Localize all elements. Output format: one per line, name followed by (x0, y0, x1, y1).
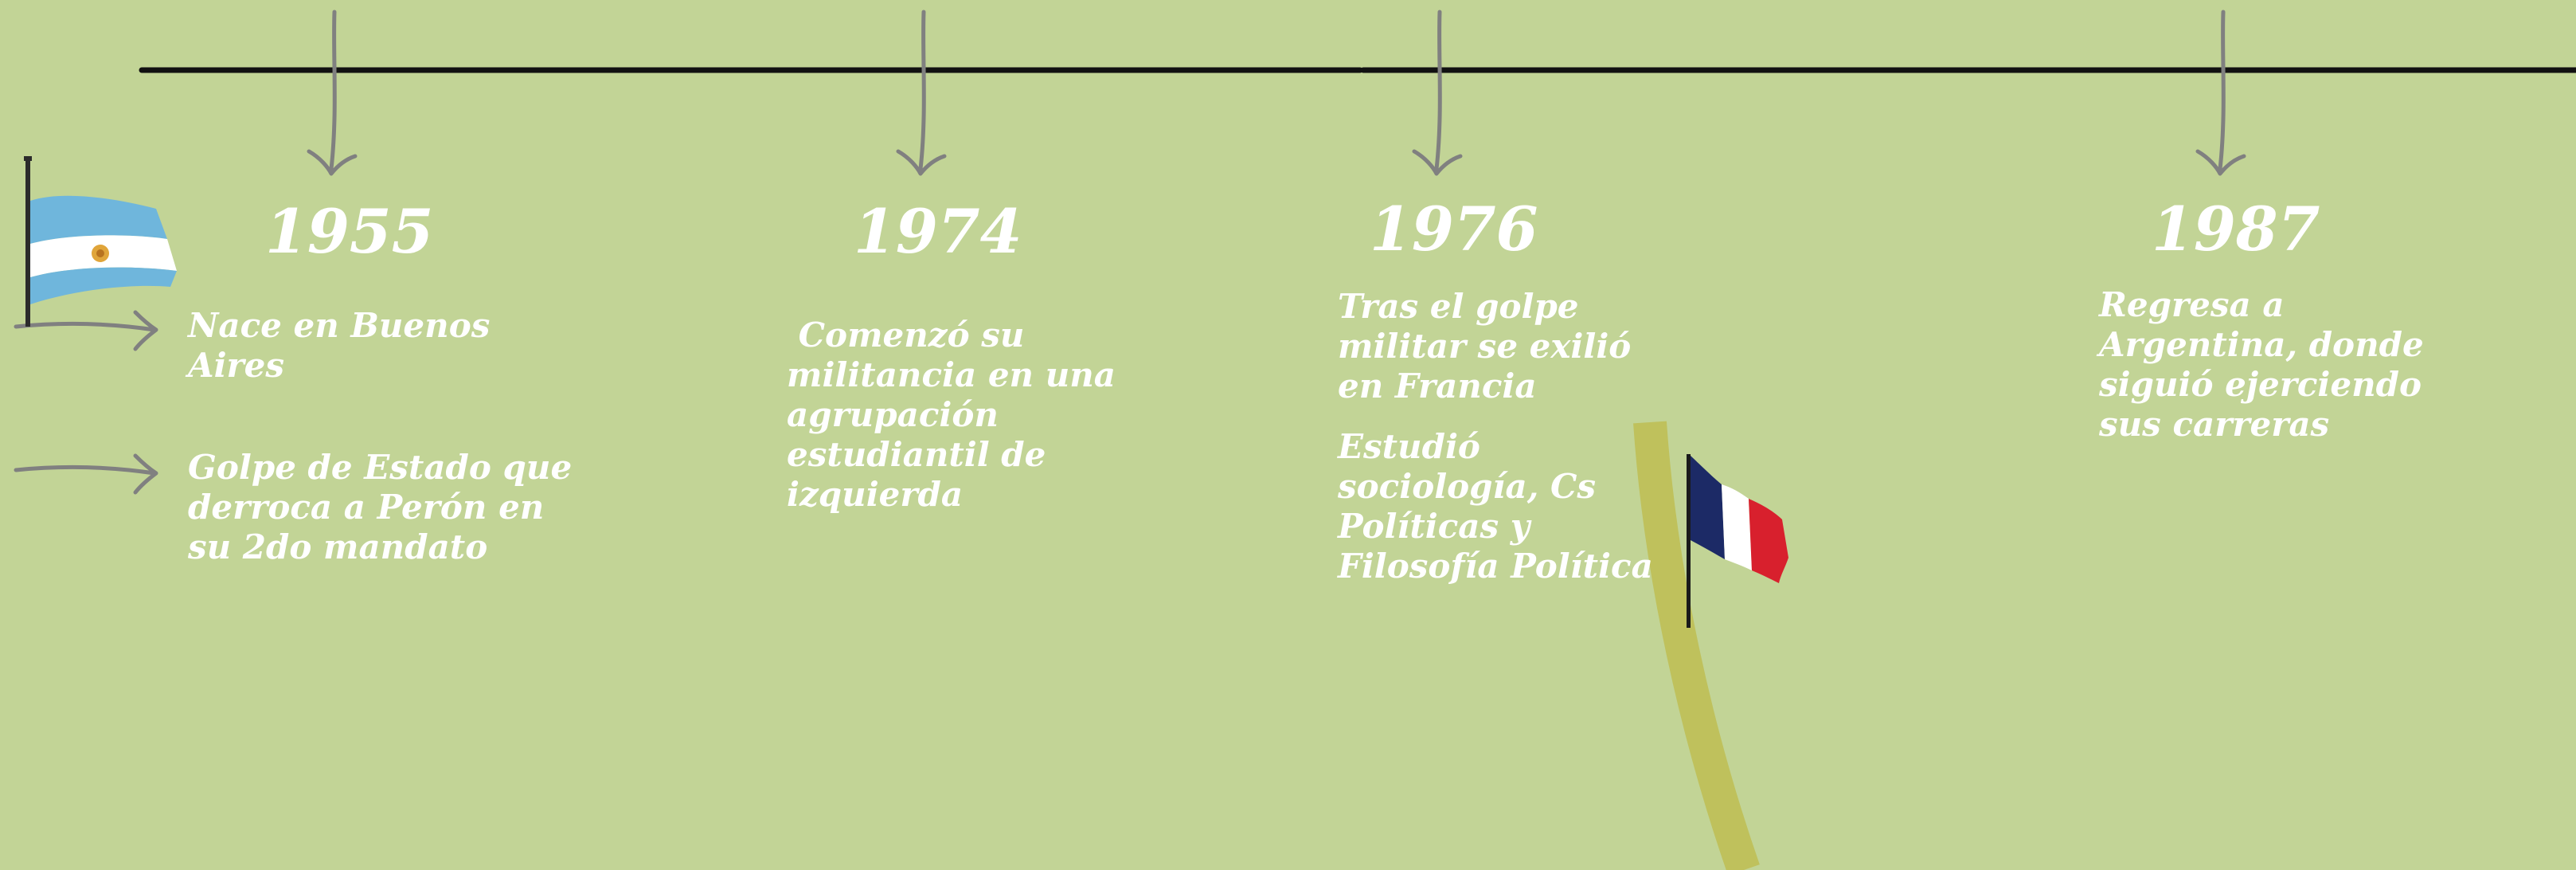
year-label-1974: 1974 (854, 196, 1022, 267)
argentina-flag-icon (24, 156, 177, 327)
year-label-1976: 1976 (1370, 194, 1538, 265)
event-text: Nace en Buenos Aires (188, 306, 491, 385)
arrow-icon (1412, 10, 1463, 176)
arrow-icon (2195, 10, 2246, 176)
event-text: Golpe de Estado que derroca a Perón en s… (188, 448, 573, 566)
event-text: Comenzó su militancia en una agrupación … (787, 315, 1116, 514)
arrow-icon (14, 453, 158, 495)
year-label-1955: 1955 (265, 196, 434, 267)
arrow-icon (896, 10, 947, 176)
arrow-icon (307, 10, 358, 176)
event-text: Tras el golpe militar se exilió en Franc… (1338, 287, 1632, 406)
event-text: Estudió sociología, Cs Políticas y Filos… (1338, 427, 1653, 586)
france-flag-icon (1687, 454, 1788, 628)
arrow-icon (14, 310, 158, 351)
year-label-1987: 1987 (2152, 194, 2320, 265)
decorative-stripe (1633, 421, 1760, 870)
event-text: Regresa a Argentina, donde siguió ejerci… (2099, 285, 2424, 444)
